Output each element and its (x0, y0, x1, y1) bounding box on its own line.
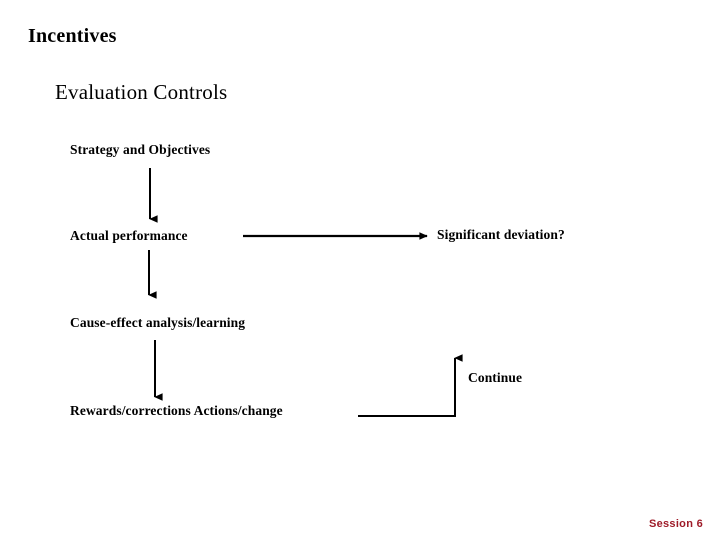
diagram-node-actual-performance: Actual performance (70, 228, 188, 243)
diagram-edge-label-continue: Continue (468, 370, 523, 385)
diagram-node-significant-deviation: Significant deviation? (437, 227, 565, 242)
diagram-node-strategy: Strategy and Objectives (70, 142, 211, 157)
session-footer-label: Session 6 (648, 518, 703, 530)
arrow-rewards-to-deviation-continue (358, 354, 463, 417)
diagram-node-cause-effect-analysis: Cause-effect analysis/learning (70, 315, 246, 330)
slide-subtitle: Evaluation Controls (55, 80, 228, 104)
diagram-node-rewards-corrections-actions-change: Rewards/corrections Actions/change (70, 403, 283, 418)
page-title: Incentives (28, 25, 117, 47)
